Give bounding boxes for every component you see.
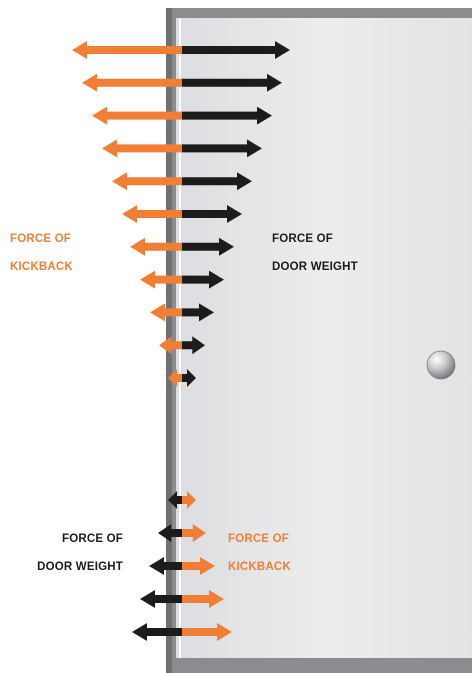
label-force-of-door-weight-lower: FORCE OF DOOR WEIGHT <box>8 518 123 588</box>
label-line: KICKBACK <box>10 260 73 274</box>
label-line: KICKBACK <box>228 560 291 574</box>
label-line: FORCE OF <box>10 232 73 246</box>
label-force-of-kickback-lower: FORCE OF KICKBACK <box>228 518 291 588</box>
doorknob-icon <box>427 351 455 379</box>
label-line: FORCE OF <box>228 532 291 546</box>
label-force-of-kickback-upper: FORCE OF KICKBACK <box>10 218 73 288</box>
label-line: DOOR WEIGHT <box>272 260 358 274</box>
label-line: FORCE OF <box>272 232 358 246</box>
label-force-of-door-weight-upper: FORCE OF DOOR WEIGHT <box>272 218 358 288</box>
label-line: FORCE OF <box>8 532 123 546</box>
kickback-force-arrow <box>72 41 182 59</box>
door <box>166 8 472 673</box>
label-line: DOOR WEIGHT <box>8 560 123 574</box>
